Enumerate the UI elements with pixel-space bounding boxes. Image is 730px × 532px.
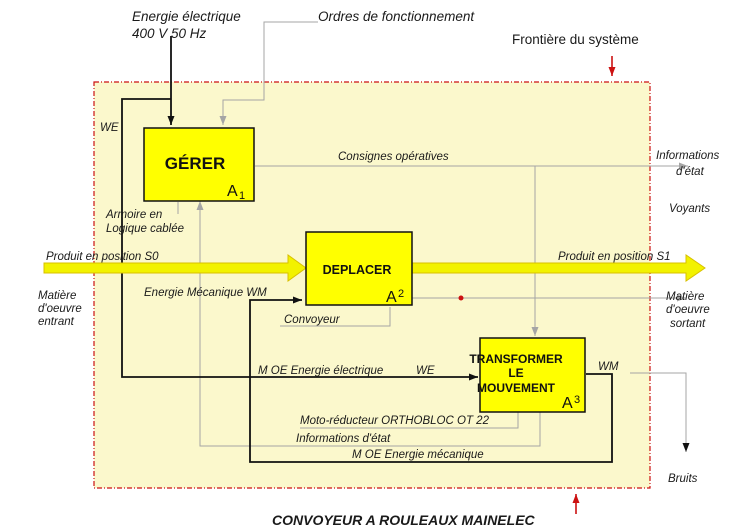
- matiere-out-1: Matière: [666, 291, 704, 303]
- convoyeur-label: Convoyeur: [284, 314, 341, 326]
- matiere-in-2: d'oeuvre: [38, 303, 82, 315]
- boundary-label: Frontière du système: [512, 32, 639, 47]
- orders-label: Ordres de fonctionnement: [318, 9, 475, 24]
- dark-lines: [121, 36, 613, 463]
- box-deplacer-index: A: [386, 289, 397, 306]
- informations-etat-label: Informations d'état: [296, 433, 391, 445]
- grey-lines: [177, 21, 690, 452]
- box-transformer-title-2: LE: [508, 366, 523, 380]
- box-gerer-sub: 1: [239, 190, 245, 202]
- red-dot: [458, 295, 464, 301]
- matiere-out-2: d'oeuvre: [666, 304, 710, 316]
- box-gerer-title: GÉRER: [165, 154, 225, 173]
- produit-s0-label: Produit en position S0: [46, 251, 159, 263]
- info-etat-out-2: d'état: [676, 166, 705, 178]
- matiere-in-1: Matière: [38, 290, 76, 302]
- energie-mecanique-label: Energie Mécanique WM: [144, 287, 267, 299]
- voyants-label: Voyants: [669, 203, 710, 215]
- wm-right-label: WM: [598, 361, 619, 373]
- consignes-label: Consignes opératives: [338, 151, 449, 163]
- moe-elec-label: M OE Energie électrique: [258, 365, 383, 377]
- moto-reducteur-label: Moto-réducteur ORTHOBLOC OT 22: [300, 415, 490, 427]
- box-gerer: GÉRER A 1: [143, 127, 255, 202]
- box-transformer-index: A: [562, 395, 573, 412]
- armoire-label-1: Armoire en: [105, 209, 162, 221]
- energy-label-2: 400 V 50 Hz: [132, 26, 207, 41]
- footer-title: CONVOYEUR A ROULEAUX MAINELEC: [272, 512, 536, 528]
- bruits-label: Bruits: [668, 473, 698, 485]
- box-transformer: TRANSFORMER LE MOUVEMENT A 3: [469, 337, 586, 413]
- energy-label-1: Energie électrique: [132, 9, 241, 24]
- box-gerer-index: A: [227, 183, 238, 200]
- armoire-label-2: Logique cablée: [106, 223, 184, 235]
- we-mid-label: WE: [416, 365, 435, 377]
- box-deplacer-title: DEPLACER: [323, 263, 392, 277]
- matiere-in-3: entrant: [38, 316, 75, 328]
- we-left-label: WE: [100, 122, 119, 134]
- info-etat-out-1: Informations: [656, 150, 720, 162]
- box-transformer-sub: 3: [574, 394, 580, 406]
- product-flow: [43, 254, 706, 282]
- matiere-out-3: sortant: [670, 318, 706, 330]
- box-deplacer-sub: 2: [398, 288, 404, 300]
- box-deplacer: DEPLACER A 2: [305, 231, 413, 306]
- box-transformer-title-3: MOUVEMENT: [477, 381, 556, 395]
- produit-s1-label: Produit en position S1: [558, 251, 671, 263]
- box-transformer-title-1: TRANSFORMER: [469, 352, 563, 366]
- moe-meca-label: M OE Energie mécanique: [352, 449, 484, 461]
